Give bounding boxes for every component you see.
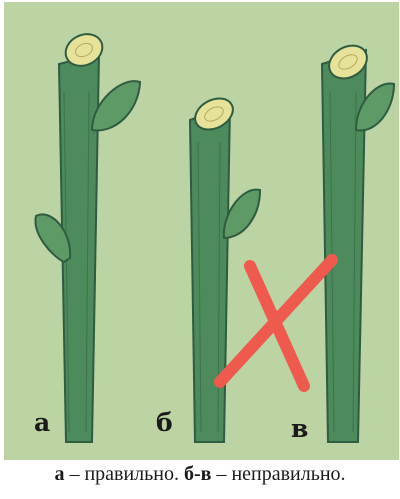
caption: а – правильно. б-в – неправильно.	[0, 463, 400, 486]
label-b: б	[156, 410, 173, 435]
caption-correct-letter: а	[54, 463, 64, 485]
caption-correct-text: – правильно.	[64, 463, 184, 485]
label-a: а	[34, 410, 50, 435]
cutting-illustration	[4, 2, 399, 460]
label-v: в	[291, 416, 308, 441]
caption-incorrect-letters: б-в	[184, 463, 211, 485]
caption-incorrect-text: – неправильно.	[211, 463, 345, 485]
